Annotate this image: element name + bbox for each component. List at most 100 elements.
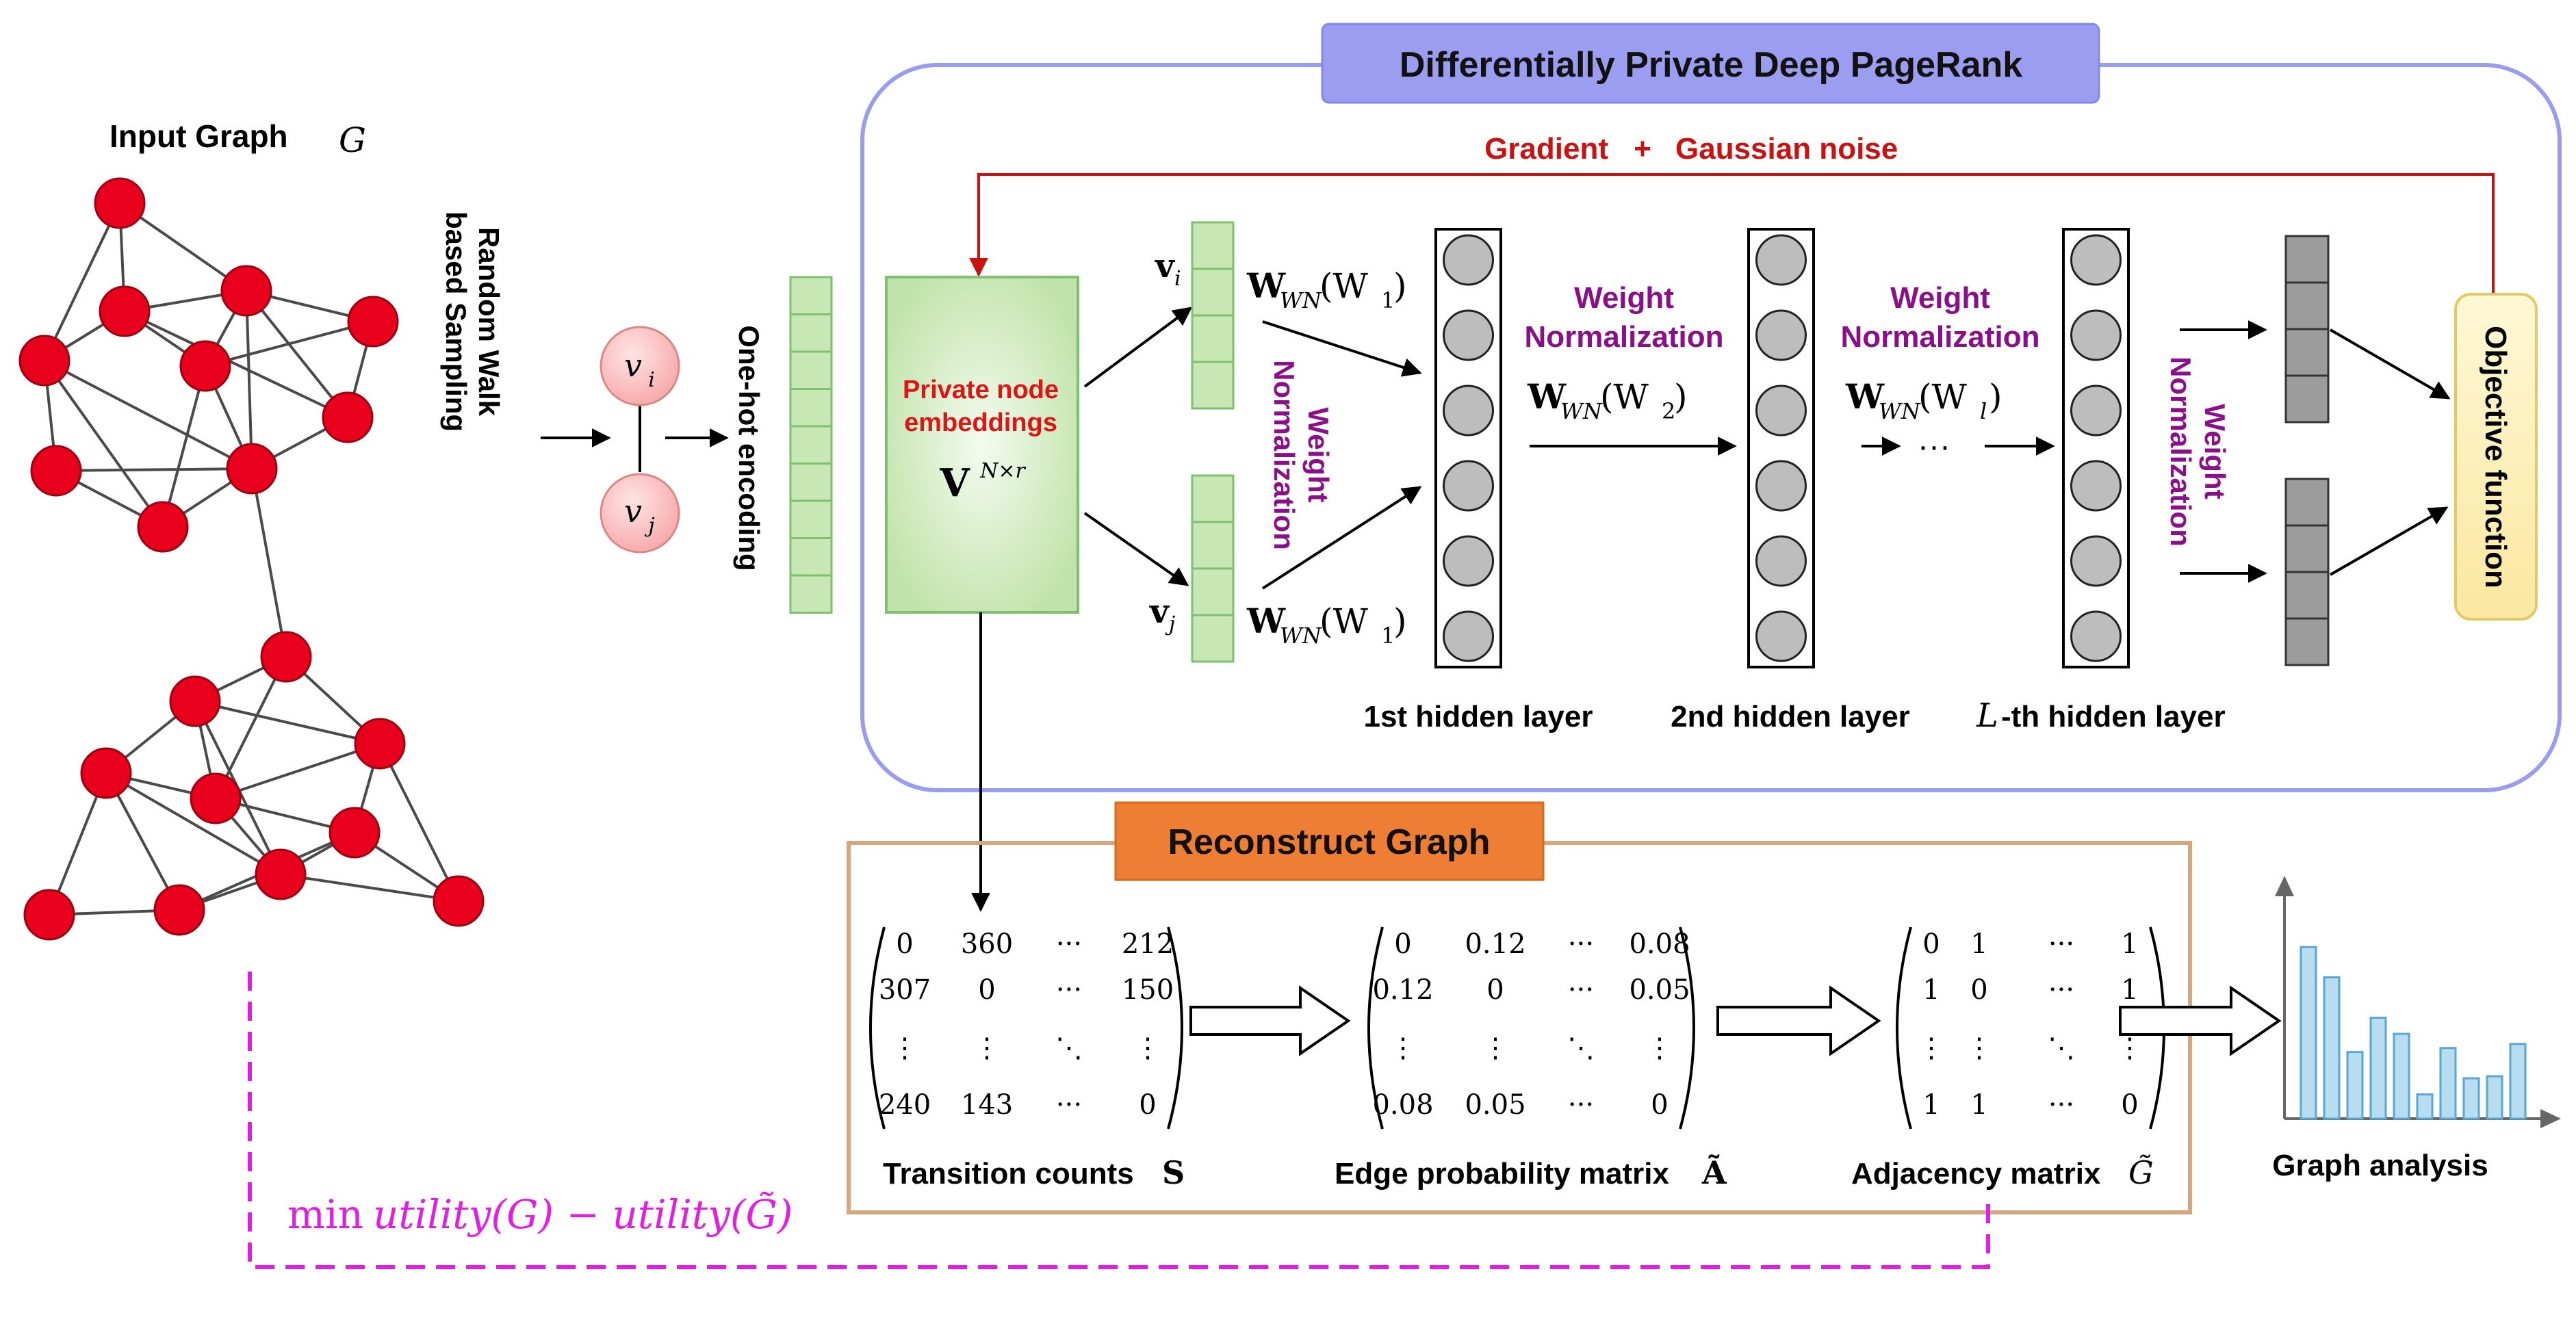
matrix-cell: ⋱ [1055, 1032, 1083, 1064]
min-utility-expr: utility(G) − utility(G̃) [373, 1190, 793, 1238]
objective-function-box [2454, 293, 2538, 621]
embeddings-symbol: V [939, 460, 970, 506]
graph-edge [245, 290, 253, 469]
vi-sub: i [648, 368, 655, 392]
vector-cell [789, 463, 833, 502]
private-embeddings-box [885, 276, 1079, 614]
svg-text:1: 1 [1381, 623, 1395, 649]
graph-edge [194, 700, 381, 745]
matrix-cell: 0.05 [1629, 974, 1690, 1006]
matrix-cell: 0 [1486, 974, 1504, 1006]
graph-edge [162, 365, 207, 528]
matrix-cell: 1 [1922, 1089, 1940, 1121]
transition-label: Transition counts [883, 1157, 1134, 1190]
wn2-line2: Normalization [1525, 320, 1724, 354]
matrix-cell: 0.12 [1372, 974, 1433, 1006]
vector-cell [2284, 524, 2330, 573]
graph-node [329, 807, 381, 859]
hiddenL-symbol: L [1976, 696, 1998, 735]
svg-text:W: W [1246, 265, 1286, 306]
matrix-cell: 143 [961, 1089, 1013, 1121]
matrix-cell: ⋮ [1918, 1032, 1945, 1064]
graph-node [153, 884, 205, 936]
noise-gradient: Gradient [1484, 132, 1608, 166]
graph-node [322, 391, 374, 443]
min-keyword: min [287, 1191, 363, 1238]
arrow-vj-to-h1 [1261, 486, 1422, 590]
vector-cell [2284, 374, 2330, 424]
matrix-cell: 307 [879, 974, 931, 1006]
chart-bar [2393, 1032, 2410, 1120]
matrix-cell: 1 [1922, 974, 1940, 1006]
matrix-right-paren [1679, 926, 1695, 1130]
svg-text:): ) [1989, 377, 2002, 417]
vector-cell [2284, 478, 2330, 527]
vector-cell [2284, 571, 2330, 620]
matrix-cell: 0.08 [1372, 1089, 1433, 1121]
graph-edge [105, 772, 181, 911]
graph-node [190, 772, 242, 824]
ellipsis: ··· [1918, 428, 1950, 465]
vector-cell [1191, 314, 1235, 363]
edgeprob-sym: Ã [1701, 1154, 1727, 1191]
wn3-line2: Normalization [1841, 320, 2040, 354]
embeddings-sup: N×r [979, 459, 1026, 483]
matrix-cell: 0 [1394, 928, 1411, 960]
wn1-line1: Weight [1302, 407, 1335, 502]
chart-y-axis-arrow [2275, 876, 2294, 896]
graph-node [433, 875, 485, 927]
sampling-line2: based Sampling [440, 211, 472, 432]
matrix-cell: 1 [2121, 928, 2138, 960]
reconstruct-title: Reconstruct Graph [1168, 822, 1491, 862]
wn4-line2: Normalization [2165, 356, 2197, 547]
neuron [1443, 385, 1494, 437]
svg-text:1: 1 [1381, 287, 1395, 313]
graph-node [18, 335, 70, 387]
matrix-cell: ··· [2048, 928, 2074, 960]
graph-node [226, 443, 278, 495]
svg-text:WN: WN [1560, 398, 1603, 424]
neuron [2070, 309, 2122, 361]
adjacency-sym: G̃ [2128, 1154, 2154, 1191]
matrix-cell: ··· [2048, 974, 2074, 1006]
vector-cell [1191, 614, 1235, 663]
graph-analysis-chart [2275, 876, 2561, 1128]
matrix-cell: ⋮ [1966, 1032, 1993, 1064]
neuron [2070, 610, 2122, 662]
input-graph-label: Input Graph [110, 118, 288, 154]
wn4-line1: Weight [2199, 404, 2231, 499]
w2-label: W WN (W 2 ) [1527, 376, 1688, 424]
graph-edge [105, 772, 282, 876]
graph-node [30, 445, 82, 497]
matrix-cell: 0 [1922, 928, 1940, 960]
neuron [1755, 385, 1807, 437]
matrix-cell: ⋱ [2048, 1032, 2075, 1064]
vector-cell [1191, 521, 1235, 570]
matrix-cell: 212 [1122, 928, 1174, 960]
matrix-cell: 0.05 [1465, 1089, 1525, 1121]
matrix-cell: ⋮ [2116, 1032, 2143, 1064]
matrix-cell: ··· [1056, 928, 1082, 960]
svg-text:): ) [1674, 377, 1688, 417]
chart-bar [2509, 1043, 2527, 1120]
matrix-cell: ⋮ [1482, 1032, 1509, 1064]
graph-edge [124, 310, 348, 419]
transition-sym: S [1162, 1154, 1185, 1191]
output-vector-2 [2284, 478, 2330, 666]
arrow-vi-to-h1 [1262, 320, 1422, 377]
objective-label: Objective function [2479, 326, 2512, 588]
matrix-cell: 240 [879, 1089, 931, 1121]
matrix-cell: ⋮ [1646, 1032, 1673, 1064]
vector-cell [2284, 328, 2330, 377]
graph-edge [245, 289, 349, 419]
vector-cell [1191, 567, 1235, 616]
graph-edge [378, 743, 460, 902]
svg-text:W: W [1527, 376, 1567, 417]
vector-cell [2284, 617, 2330, 666]
chart-bar [2416, 1093, 2434, 1120]
neuron [1443, 460, 1494, 512]
input-graph: Input Graph G [18, 118, 485, 941]
matrix-cell: ⋮ [1389, 1032, 1417, 1064]
input-graph-symbol: G [339, 120, 366, 160]
vector-cell [789, 388, 833, 428]
